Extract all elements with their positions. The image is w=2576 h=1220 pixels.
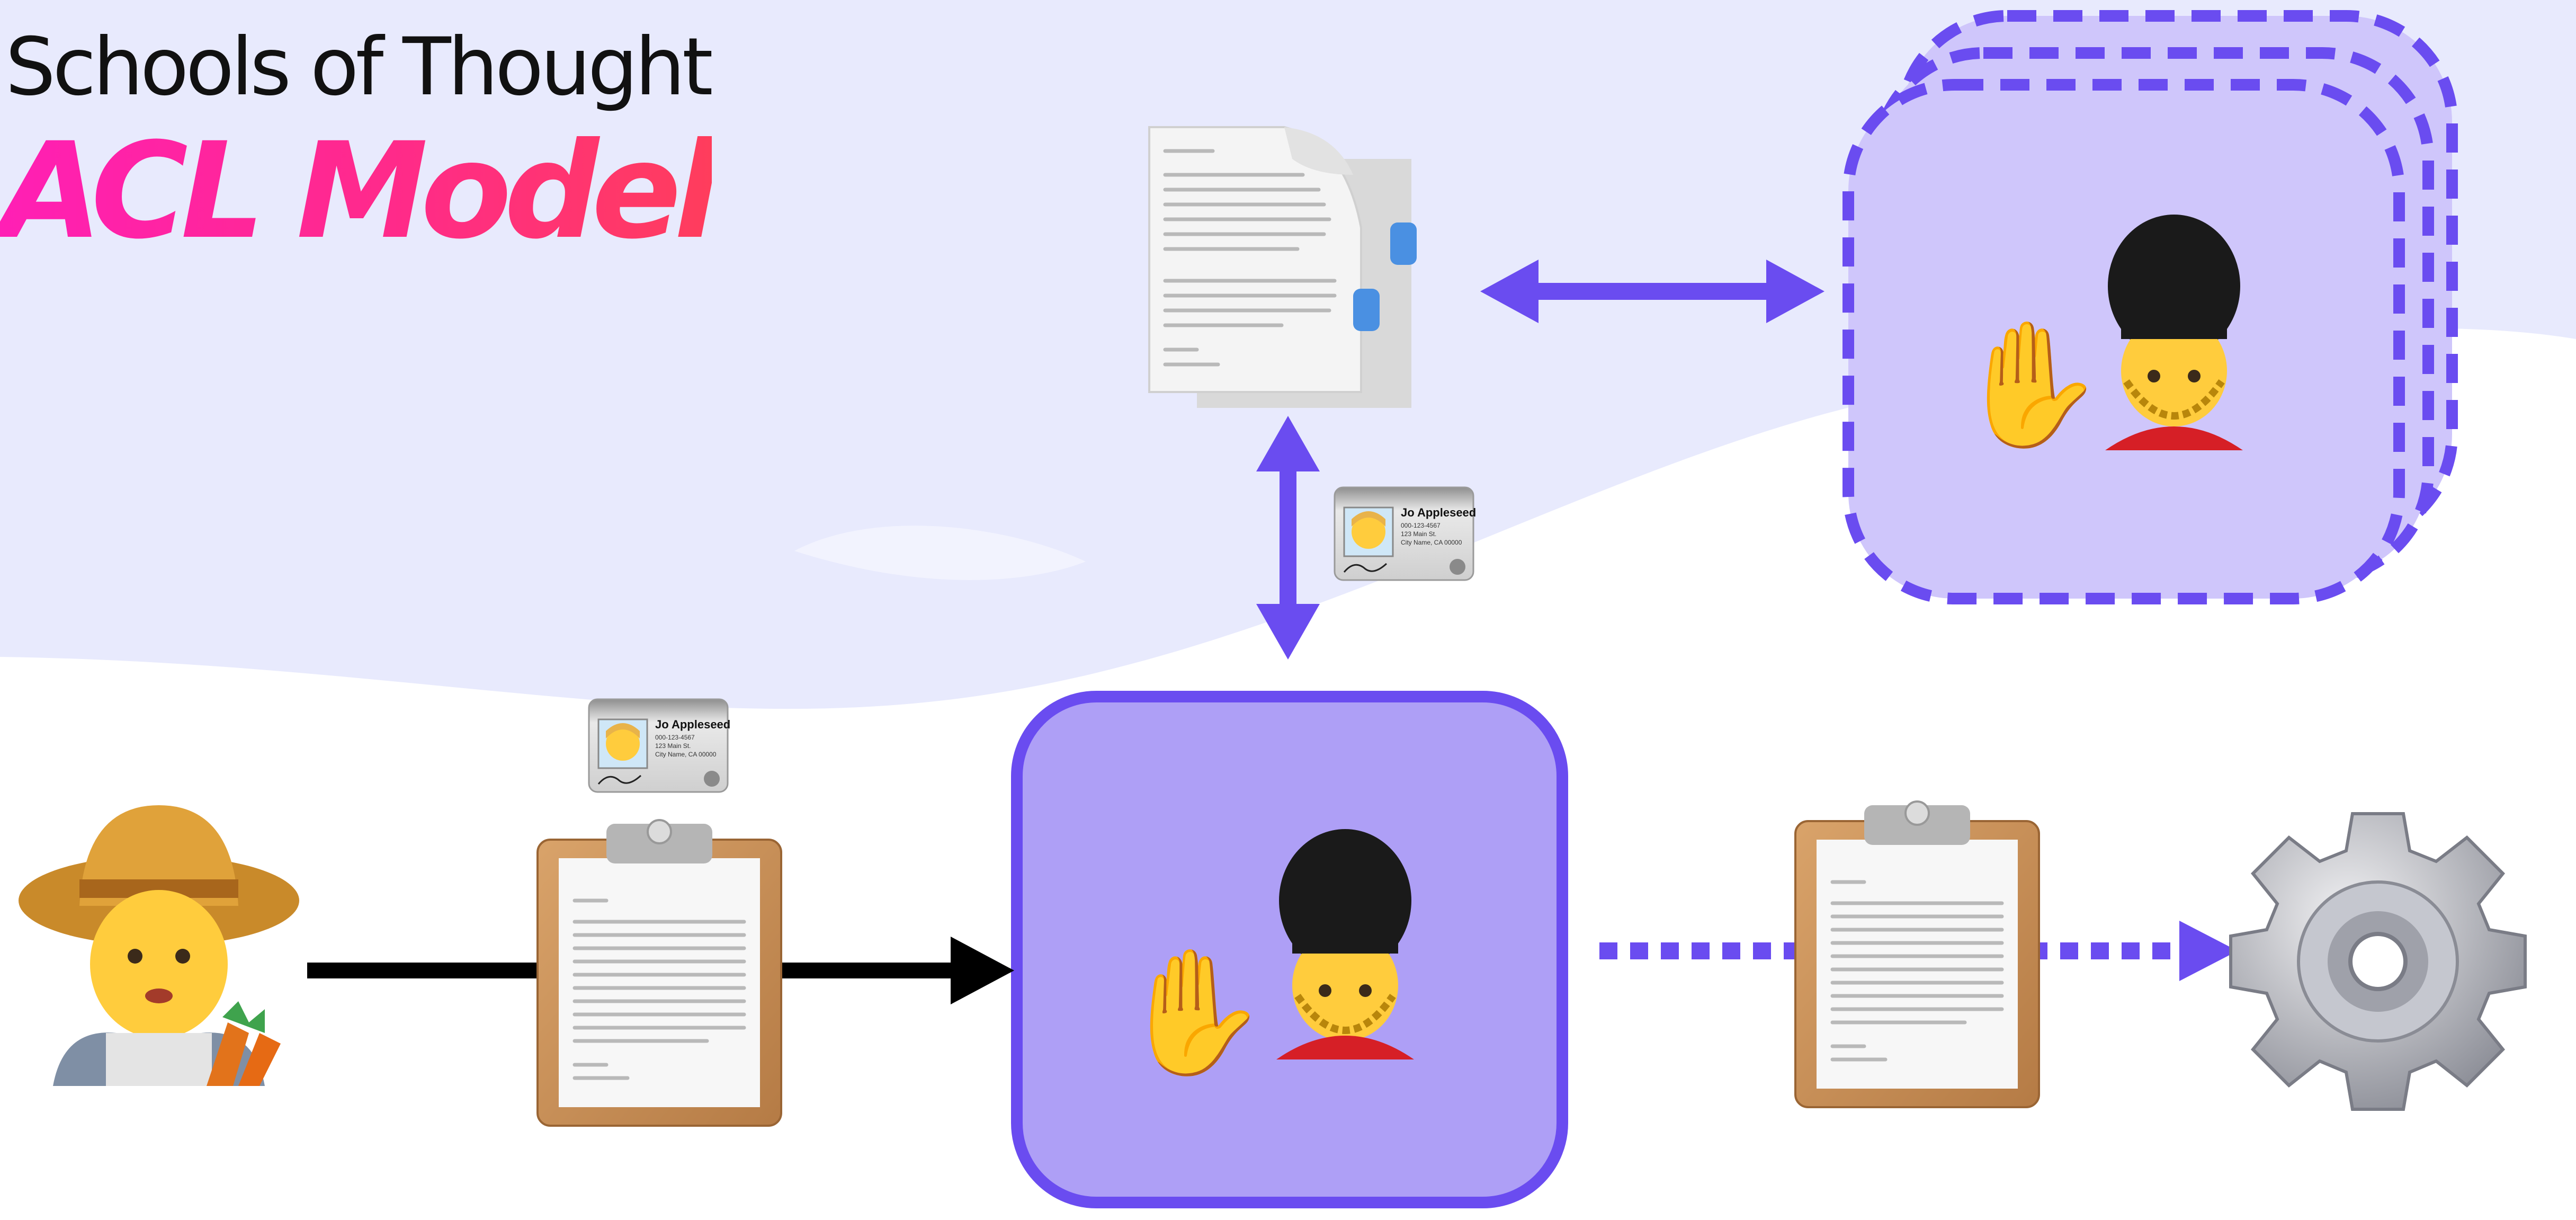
clipboard-document-icon (1794, 800, 2040, 1108)
page-title: ACL Model (0, 114, 719, 268)
clipboard-document-icon (536, 819, 782, 1127)
id-card-name: Jo Appleseed (655, 718, 730, 731)
gear-icon (2229, 812, 2527, 1111)
id-card-icon: Jo Appleseed 000-123-4567 123 Main St. C… (588, 698, 730, 793)
id-card-line1: 000-123-4567 (1401, 522, 1441, 529)
document-pages-icon (1148, 126, 1417, 408)
arrow-policy-to-guard-stack (1480, 260, 1824, 323)
id-card-line3: City Name, CA 00000 (655, 751, 717, 758)
farmer-icon (19, 805, 299, 1086)
id-card-line3: City Name, CA 00000 (1401, 539, 1462, 546)
id-card-line2: 123 Main St. (655, 742, 691, 750)
guard-box (1011, 691, 1568, 1208)
id-card-name: Jo Appleseed (1401, 506, 1476, 519)
id-card-line2: 123 Main St. (1401, 530, 1436, 538)
background-wave-highlight (794, 526, 1086, 580)
guard-icon (1276, 829, 1414, 1059)
guard-icon (2100, 215, 2248, 450)
id-card-line1: 000-123-4567 (655, 734, 695, 741)
raised-hand-icon: ✋ (1954, 314, 2106, 456)
raised-hand-icon: ✋ (1117, 942, 1269, 1083)
page-subtitle: Schools of Thought (5, 21, 713, 113)
id-card-icon: Jo Appleseed 000-123-4567 123 Main St. C… (1334, 486, 1476, 581)
arrow-guard-to-policy (1256, 416, 1320, 660)
